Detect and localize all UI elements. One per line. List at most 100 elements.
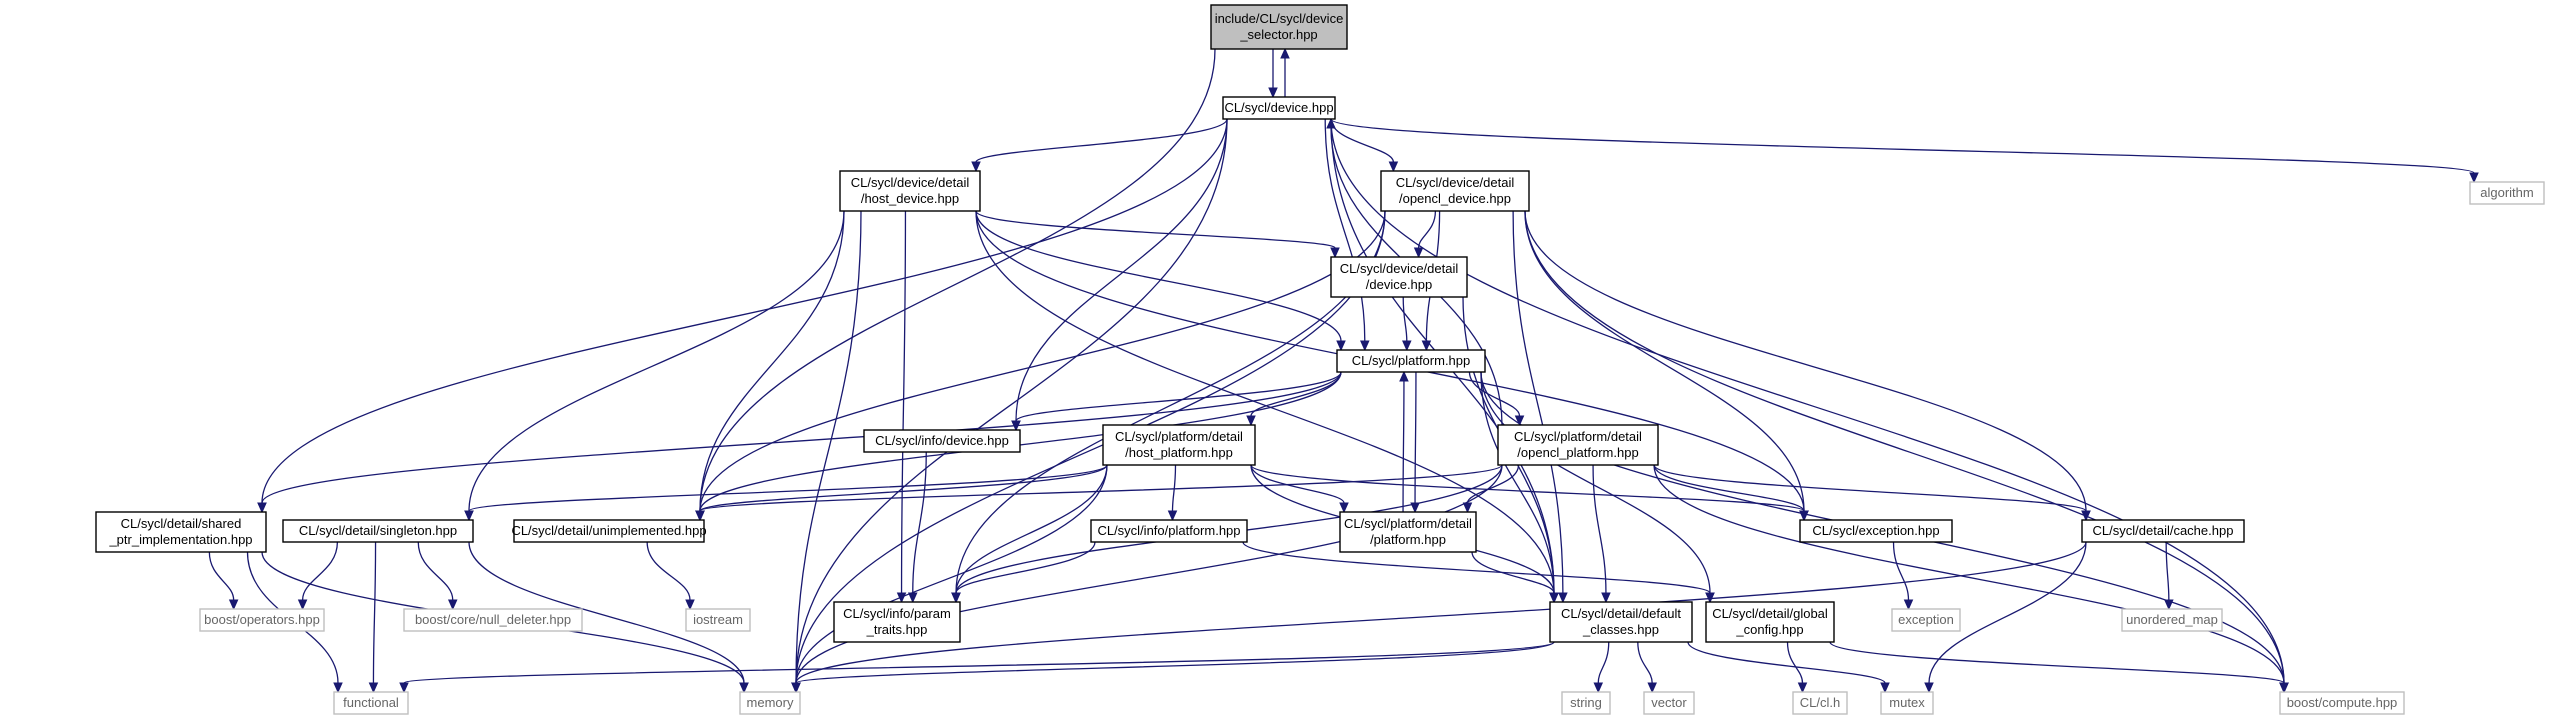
edge-n5-to-n8 (1468, 371, 1525, 427)
header-file-node[interactable]: CL/sycl/info/device.hpp (863, 429, 1021, 453)
header-file-node[interactable]: CL/sycl/device/detail/device.hpp (1330, 256, 1468, 298)
node-label: CL/sycl/detail/unimplemented.hpp (511, 523, 706, 538)
edge-n3-to-n15 (1524, 210, 2091, 522)
node-label: CL/sycl/platform.hpp (1352, 353, 1471, 368)
edge-line (1250, 464, 1805, 512)
edge-line (1592, 464, 1607, 594)
node-box (1210, 4, 1348, 50)
edge-arrowhead (1903, 599, 1914, 611)
edge-line (1524, 210, 2285, 684)
system-header-node: mutex (1880, 691, 1934, 715)
node-label: CL/sycl/detail/default (1561, 606, 1681, 621)
edge-line (372, 541, 377, 684)
node-label: CL/sycl/info/param (843, 606, 951, 621)
node-box (1222, 96, 1336, 120)
edge-arrowhead (1399, 370, 1409, 382)
system-header-node: functional (333, 691, 409, 715)
root-file-node[interactable]: include/CL/sycl/device_selector.hpp (1210, 4, 1348, 50)
node-label: /host_device.hpp (861, 191, 959, 206)
header-file-node[interactable]: CL/sycl/exception.hpp (1799, 519, 1953, 543)
edge-line (795, 464, 1108, 684)
edge-n5-to-n13 (1410, 371, 1420, 514)
edge-line (1597, 641, 1610, 684)
node-label: string (1570, 695, 1602, 710)
edge-n5-to-n18 (1480, 371, 1715, 604)
node-label: algorithm (2480, 185, 2533, 200)
node-box (403, 608, 583, 632)
node-box (1380, 170, 1530, 212)
edge-n14-to-n23 (1892, 541, 1914, 611)
edge-arrowhead (695, 510, 705, 522)
edge-n18-to-n31 (1829, 641, 2289, 694)
header-file-node[interactable]: CL/sycl/detail/default_classes.hpp (1549, 601, 1693, 643)
edge-arrowhead (1339, 502, 1349, 514)
edge-n7-to-n13 (1250, 464, 1349, 514)
header-file-node[interactable]: CL/sycl/detail/singleton.hpp (282, 519, 474, 543)
edge-n7-to-n26 (791, 464, 1108, 694)
edge-arrowhead (971, 161, 981, 173)
header-file-node[interactable]: CL/sycl/detail/unimplemented.hpp (511, 519, 707, 543)
node-label: CL/sycl/detail/global (1712, 606, 1828, 621)
node-label: mutex (1889, 695, 1925, 710)
edge-arrowhead (1799, 510, 1809, 522)
edge-n8-to-n13 (1462, 464, 1520, 514)
edge-line (699, 464, 1108, 512)
node-label: CL/sycl/exception.hpp (1812, 523, 1939, 538)
edge-line (1471, 551, 1555, 594)
edge-line (468, 541, 745, 684)
header-file-node[interactable]: CL/sycl/detail/cache.hpp (2081, 519, 2245, 543)
edge-line (1653, 464, 2087, 512)
edge-line (1480, 371, 1711, 594)
edge-arrowhead (1280, 47, 1290, 59)
edge-arrowhead (1246, 415, 1256, 427)
edge-arrowhead (1413, 247, 1424, 259)
edge-arrowhead (1514, 415, 1525, 427)
edge-line (1653, 464, 1805, 512)
edge-line (468, 464, 1108, 512)
header-file-node[interactable]: CL/sycl/info/platform.hpp (1090, 519, 1248, 543)
header-file-node[interactable]: CL/sycl/platform/detail/platform.hpp (1339, 511, 1477, 553)
node-box (513, 519, 705, 543)
header-file-node[interactable]: CL/sycl/device/detail/opencl_device.hpp (1380, 170, 1530, 212)
edge-n7-to-n10 (464, 464, 1108, 522)
node-label: CL/sycl/device.hpp (1224, 100, 1333, 115)
edge-arrowhead (333, 682, 343, 694)
edge-arrowhead (1924, 682, 1934, 694)
node-label: _config.hpp (1735, 622, 1803, 637)
node-box (1497, 424, 1659, 466)
edge-n3-to-n17 (1512, 210, 1568, 604)
edge-n9-to-n20 (208, 551, 239, 611)
edge-arrowhead (1268, 87, 1278, 99)
header-file-node[interactable]: CL/sycl/detail/global_config.hpp (1705, 601, 1835, 643)
node-label: exception (1898, 612, 1954, 627)
header-file-node[interactable]: CL/sycl/platform/detail/host_platform.hp… (1102, 424, 1256, 466)
header-file-node[interactable]: CL/sycl/device/detail/host_device.hpp (839, 170, 981, 212)
nodes-layer: include/CL/sycl/device_selector.hppCL/sy… (95, 4, 2545, 715)
header-file-node[interactable]: CL/sycl/platform/detail/opencl_platform.… (1497, 424, 1659, 466)
edge-arrowhead (791, 682, 801, 694)
edge-line (1829, 641, 2285, 684)
node-label: vector (1651, 695, 1687, 710)
node-box (2469, 181, 2545, 205)
edge-arrowhead (1797, 682, 1808, 694)
header-file-node[interactable]: CL/sycl/device.hpp (1222, 96, 1336, 120)
header-file-node[interactable]: CL/sycl/info/param_traits.hpp (833, 601, 961, 643)
node-label: /device.hpp (1366, 277, 1433, 292)
edge-n3-to-n4 (1413, 210, 1437, 259)
edge-line (1524, 210, 1805, 512)
header-file-node[interactable]: CL/sycl/platform.hpp (1336, 349, 1486, 373)
edge-line (1402, 296, 1408, 342)
system-header-node: boost/operators.hpp (199, 608, 325, 632)
header-file-node[interactable]: CL/sycl/detail/shared_ptr_implementation… (95, 511, 267, 553)
node-box (1891, 608, 1961, 632)
edge-arrowhead (2279, 682, 2289, 694)
edge-n7-to-n12 (1167, 464, 1178, 522)
edge-n15-to-n30 (1924, 541, 2087, 694)
edge-arrowhead (257, 502, 267, 514)
edge-arrowhead (739, 682, 749, 694)
node-box (1336, 349, 1486, 373)
node-label: functional (343, 695, 399, 710)
node-label: CL/sycl/platform/detail (1344, 516, 1472, 531)
node-box (2121, 608, 2223, 632)
